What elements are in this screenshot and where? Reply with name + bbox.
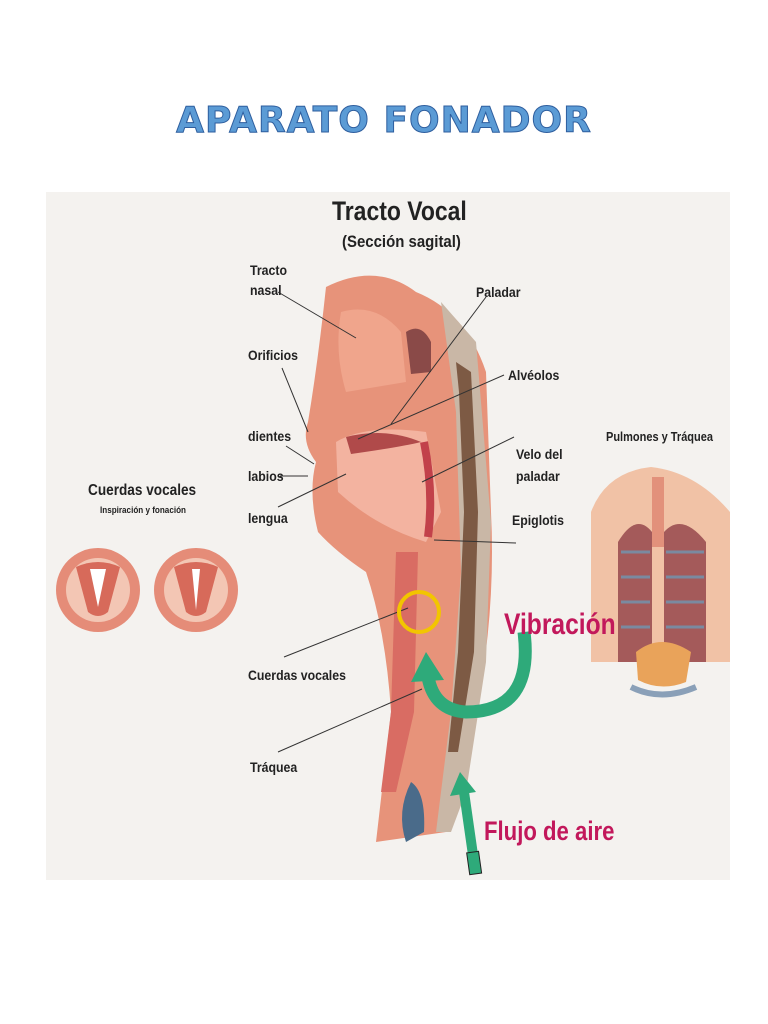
label-paladar: Paladar xyxy=(476,284,521,300)
label-alveolos: Alvéolos xyxy=(508,367,560,383)
label-velo-del: Velo del xyxy=(516,446,563,462)
vibration-annotation: Vibración xyxy=(504,608,616,641)
label-labios: labios xyxy=(248,468,284,484)
lungs-title: Pulmones y Tráquea xyxy=(606,430,713,444)
page-title: APARATO FONADOR xyxy=(176,100,592,142)
label-dientes: dientes xyxy=(248,428,292,444)
label-orificios: Orificios xyxy=(248,347,298,363)
label-cuerdas-vocales: Cuerdas vocales xyxy=(248,667,346,683)
glottis-ring xyxy=(397,590,441,634)
airflow-annotation: Flujo de aire xyxy=(484,816,615,846)
vocal-cords-subtitle: Inspiración y fonación xyxy=(100,505,186,515)
vocal-cords-closed-image xyxy=(154,548,238,632)
label-lengua: lengua xyxy=(248,510,288,526)
label-nasal: nasal xyxy=(250,282,282,298)
leader-lines xyxy=(277,291,517,753)
airflow-curved-arrow xyxy=(411,631,532,719)
label-tracto: Tracto xyxy=(250,262,287,278)
diagram-subtitle: (Sección sagital) xyxy=(342,232,461,251)
label-traquea: Tráquea xyxy=(250,759,298,775)
label-epiglotis: Epiglotis xyxy=(512,512,565,528)
anatomy-figure: Tracto Vocal (Sección sagital) Tracto na… xyxy=(46,192,730,880)
lungs-trachea-image xyxy=(591,467,730,698)
label-paladar-2: paladar xyxy=(516,468,560,484)
vocal-cords-title: Cuerdas vocales xyxy=(88,482,197,499)
airflow-up-arrow xyxy=(450,772,483,876)
anatomy-illustration xyxy=(56,275,730,876)
diagram-title: Tracto Vocal xyxy=(332,196,467,226)
vocal-cords-open-image xyxy=(56,548,140,632)
sagittal-section-image xyxy=(305,275,492,842)
